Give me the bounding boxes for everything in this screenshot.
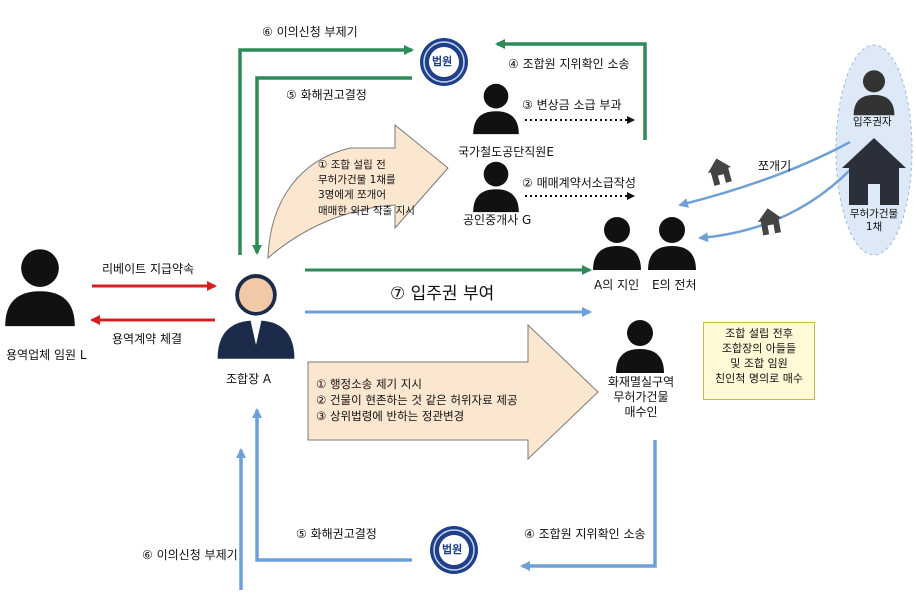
label-bottom-objection: ⑥ 이의신청 부제기 [142, 548, 238, 562]
house-icon-small-1 [707, 158, 732, 186]
house-icon-small-2 [757, 208, 782, 236]
node-rights-holder: 입주권자 [853, 116, 892, 128]
label-top-lawsuit: ④ 조합원 지위확인 소송 [508, 57, 630, 71]
node-realtor-g: 공인중개사 G [463, 213, 532, 227]
edge-bottom-lawsuit [520, 440, 657, 571]
edge-top-settlement [252, 76, 412, 255]
label-split: 쪼개기 [758, 159, 792, 173]
node-chairman-a: 조합장 A [226, 372, 272, 386]
person-icon-wife-e [648, 217, 696, 270]
node-railway-e: 국가철도공단직원E [458, 145, 554, 159]
label-bottom-settlement: ⑤ 화해권고결정 [296, 527, 377, 541]
label-bottom-lawsuit: ④ 조합원 지위확인 소송 [524, 527, 646, 541]
house-icon-main [842, 138, 906, 205]
person-icon-realtor-g [473, 161, 519, 213]
big-arrow-lower [307, 323, 599, 461]
label-sales-contract: ② 매매계약서소급작성 [522, 176, 636, 190]
big-arrow-upper-text: ① 조합 설립 전 무허가건물 1채를 3명에게 쪼개어 매매한 외관 작출 지… [318, 159, 415, 217]
edge-top-objection [238, 45, 414, 255]
edge-split-2 [698, 169, 851, 243]
label-rebate: 리베이트 지급약속 [102, 262, 195, 276]
big-arrow-lower-item-1: ① 행정소송 제기 지시 [316, 377, 422, 391]
note-box: 조합 설립 전후 조합장의 아들들 및 조합 임원 친인척 명의로 매수 [703, 322, 815, 400]
court-seal-label-bottom: 법원 [442, 543, 463, 556]
court-seal-label-top: 법원 [432, 55, 453, 68]
person-icon-fire-buyer [616, 320, 664, 373]
big-arrow-lower-list: ① 행정소송 제기 지시 ② 건물이 현존하는 것 같은 허위자료 제공 ③ 상… [316, 376, 518, 424]
node-official-l: 용역업체 임원 L [6, 348, 87, 362]
label-occupancy-right: ⑦ 입주권 부여 [390, 284, 495, 304]
label-top-settlement: ⑤ 화해권고결정 [286, 88, 367, 102]
node-acquaintance-a: A의 지인 [594, 278, 640, 292]
person-icon-railway-e [473, 83, 519, 135]
node-unlicensed-building: 무허가건물 1채 [849, 208, 899, 234]
node-fire-buyer: 화재멸실구역 무허가건물 매수인 [607, 375, 675, 419]
big-arrow-lower-item-2: ② 건물이 현존하는 것 같은 허위자료 제공 [316, 393, 518, 408]
node-wife-e: E의 전처 [652, 278, 697, 292]
big-arrow-upper [267, 123, 449, 260]
edge-top-lawsuit [495, 39, 647, 140]
chairman-face [239, 278, 273, 312]
label-top-objection: ⑥ 이의신청 부제기 [262, 25, 358, 39]
big-arrow-lower-item-3: ③ 상위법령에 반하는 정관변경 [316, 409, 465, 424]
edge-bottom-settlement [252, 408, 412, 562]
label-compensation: ③ 변상금 소급 부과 [522, 98, 622, 112]
chairman-shirt [250, 318, 262, 345]
label-service-contract: 용역계약 체결 [112, 332, 183, 346]
person-icon-acquaintance-a [593, 217, 641, 270]
person-icon-official-l [5, 249, 75, 327]
edge-split-1 [678, 140, 851, 208]
